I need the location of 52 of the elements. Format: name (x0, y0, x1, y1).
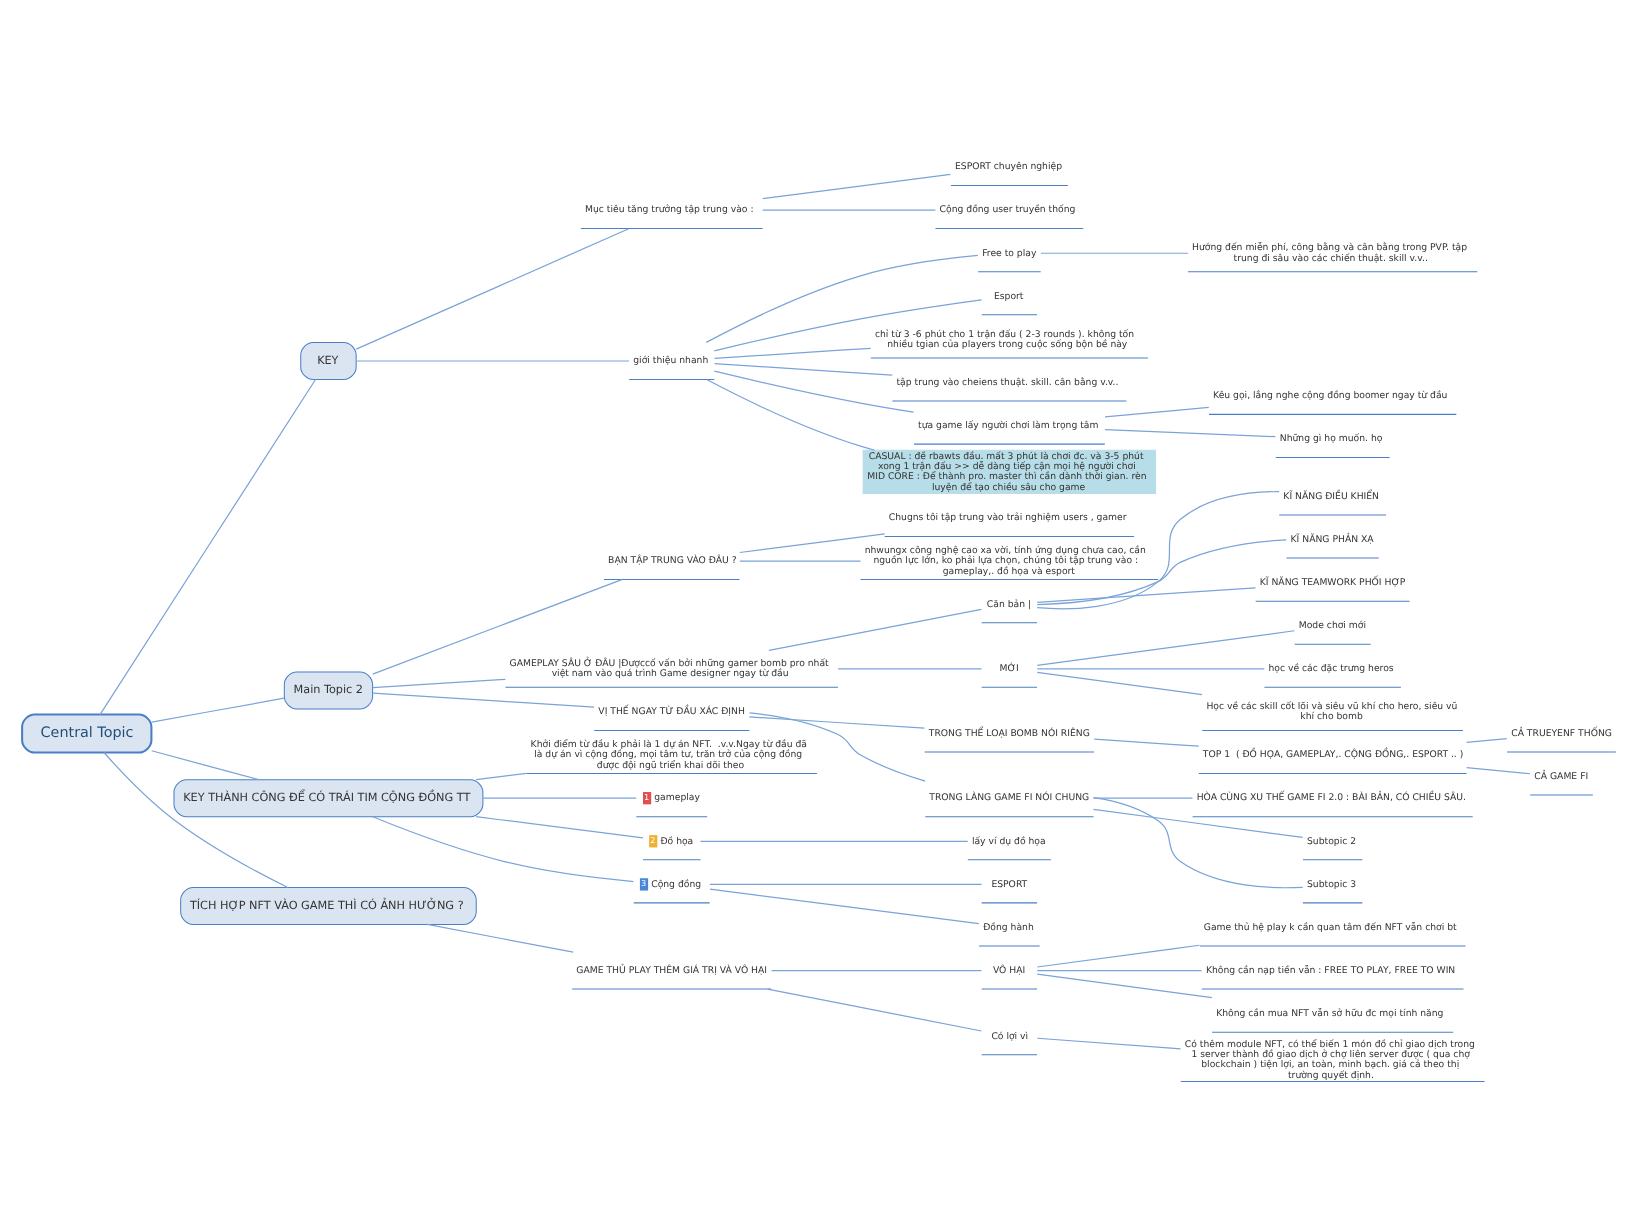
connector (150, 696, 284, 722)
connector (761, 208, 936, 210)
connector (1091, 796, 1193, 798)
connector (1091, 807, 1303, 838)
connector (712, 298, 982, 351)
connector (698, 839, 968, 841)
connector (1035, 629, 1295, 665)
connector (1464, 737, 1507, 743)
connector (1035, 943, 1199, 967)
connector (767, 607, 981, 650)
connector (371, 815, 634, 882)
connector (747, 715, 925, 728)
connector (102, 750, 288, 888)
connector (1035, 1036, 1181, 1049)
connector (1035, 972, 1212, 998)
connector (98, 377, 316, 715)
connector (1092, 737, 1199, 746)
connector (708, 882, 982, 884)
connector (836, 667, 982, 669)
connector (474, 815, 643, 838)
connector (371, 691, 594, 707)
connector (761, 172, 950, 199)
connector (1464, 766, 1530, 774)
connector (712, 362, 892, 375)
connector (371, 677, 505, 688)
connector (770, 969, 982, 971)
connector (1035, 969, 1202, 971)
connector (705, 377, 875, 450)
connector (474, 771, 526, 780)
connector (1035, 667, 1264, 669)
connector (708, 887, 979, 924)
connector (1035, 586, 1256, 603)
connector (354, 227, 629, 349)
connector (712, 346, 871, 358)
connector (738, 532, 885, 553)
connector (481, 796, 636, 798)
connector (1035, 670, 1202, 695)
connector (738, 559, 861, 561)
connector (425, 922, 573, 952)
connector (150, 749, 259, 780)
connector (1035, 490, 1279, 609)
connector (1035, 538, 1286, 605)
connector (1092, 796, 1303, 888)
connector (712, 369, 914, 412)
connector (1103, 427, 1275, 437)
connector (704, 253, 978, 342)
connector (354, 359, 629, 361)
connector (765, 987, 982, 1031)
connector (371, 578, 622, 674)
connector (1103, 405, 1209, 417)
connector (1039, 251, 1188, 253)
connector (747, 711, 925, 781)
